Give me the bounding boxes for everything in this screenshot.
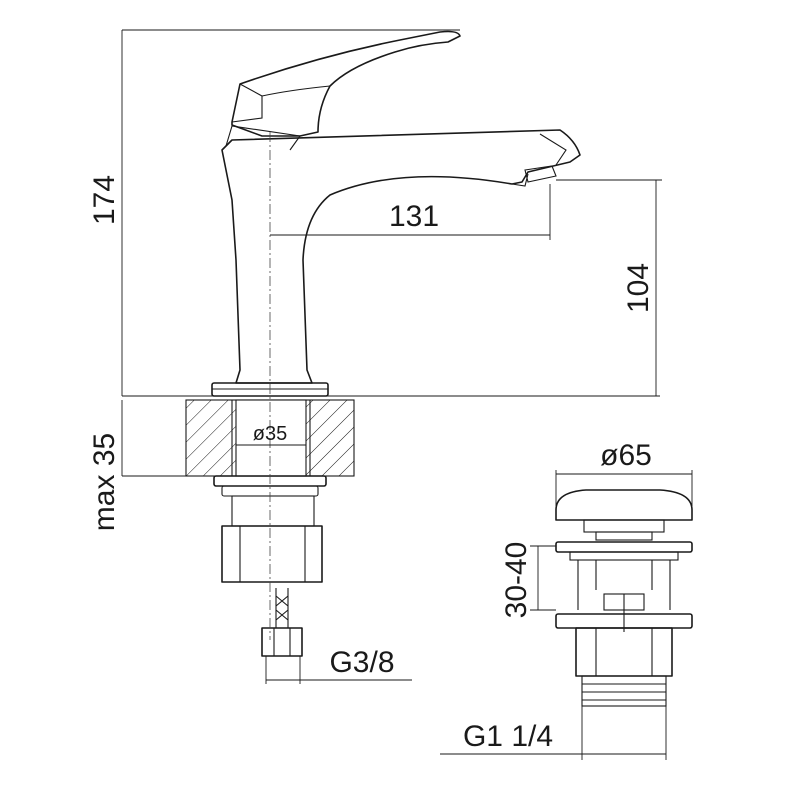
waste-cap: [555, 489, 693, 521]
waste-dimension-lines: [440, 470, 693, 760]
lever-handle: [231, 30, 461, 137]
spout-height-label: 104: [622, 263, 655, 313]
spout-reach-label: 131: [389, 200, 439, 233]
waste-flange: [555, 541, 693, 553]
waste-deck-range-label: 30-40: [500, 542, 533, 619]
waste-thread-icon: [581, 675, 667, 707]
waste-cap-diameter-label: ø65: [600, 439, 652, 472]
dimension-lines: [121, 29, 662, 684]
faucet-body: [211, 30, 581, 397]
deck-thickness-label: max 35: [88, 433, 121, 531]
waste-nut-icon: [575, 627, 673, 677]
hole-diameter-label: ø35: [253, 423, 287, 445]
pop-up-waste: [555, 489, 693, 707]
fixing-nut-icon: [221, 525, 323, 583]
hose-nut-icon: [261, 627, 303, 657]
hose-thread-label: G3/8: [329, 646, 394, 679]
braided-hose-icon: [275, 595, 289, 621]
aerator-icon: [524, 165, 557, 183]
overall-height-label: 174: [88, 175, 121, 225]
waste-thread-label: G1 1/4: [463, 720, 553, 753]
